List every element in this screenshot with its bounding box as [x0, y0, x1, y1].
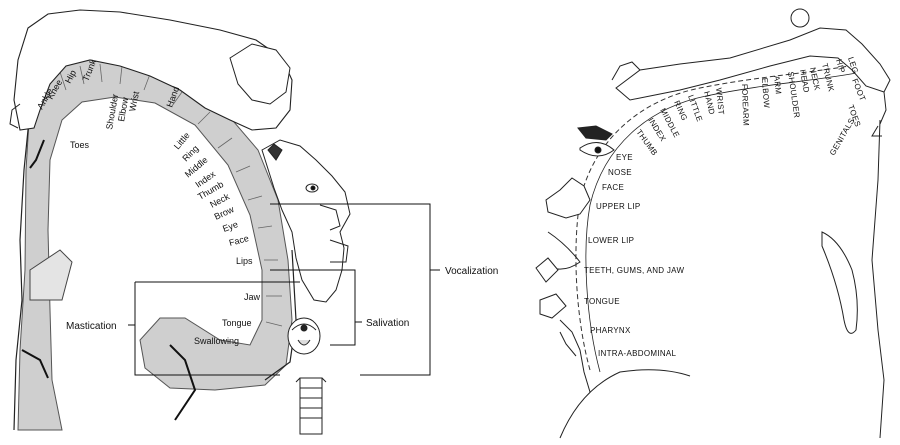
label-eye: EYE: [616, 153, 633, 162]
right-side-labels: EYE NOSE FACE UPPER LIP LOWER LIP TEETH,…: [584, 153, 685, 358]
left-panel: Toes Ankle Knee Hip Trunk Shoulder Elbow…: [10, 10, 498, 434]
label-mastication: Mastication: [66, 321, 117, 332]
label-eye: Eye: [221, 219, 239, 234]
label-genitals: GENITALS: [828, 117, 856, 157]
label-face: Face: [228, 233, 250, 248]
label-lips: Lips: [236, 256, 253, 266]
label-nose: NOSE: [608, 168, 632, 177]
label-teeth: TEETH, GUMS, AND JAW: [584, 266, 685, 275]
label-pharynx: PHARYNX: [590, 326, 631, 335]
throat-drawing: [296, 378, 326, 434]
label-tongue: Tongue: [222, 318, 252, 328]
label-ring: RING: [672, 99, 689, 122]
label-shoulder: SHOULDER: [786, 71, 801, 119]
label-swallowing: Swallowing: [194, 336, 239, 346]
right-decor-line: [872, 120, 884, 438]
label-toes: Toes: [70, 140, 90, 150]
label-upper-lip: UPPER LIP: [596, 202, 641, 211]
label-vocalization: Vocalization: [445, 266, 498, 277]
label-little: LITTLE: [686, 94, 704, 123]
label-face: FACE: [602, 183, 624, 192]
right-bottom-curve: [560, 370, 690, 438]
label-intra-abdominal: INTRA-ABDOMINAL: [598, 349, 677, 358]
label-lower-lip: LOWER LIP: [588, 236, 634, 245]
right-decor-shape: [822, 232, 857, 333]
label-arm: ARM: [772, 75, 783, 95]
tongue-drawing: [288, 318, 320, 354]
label-jaw: Jaw: [244, 292, 261, 302]
label-forearm: FOREARM: [740, 84, 750, 126]
label-elbow: ELBOW: [760, 78, 771, 109]
right-panel: TOES FOOT LEG HIP TRUNK NECK HEAD SHOULD…: [536, 9, 890, 438]
label-salivation: Salivation: [366, 318, 409, 329]
label-tongue: TONGUE: [584, 297, 620, 306]
